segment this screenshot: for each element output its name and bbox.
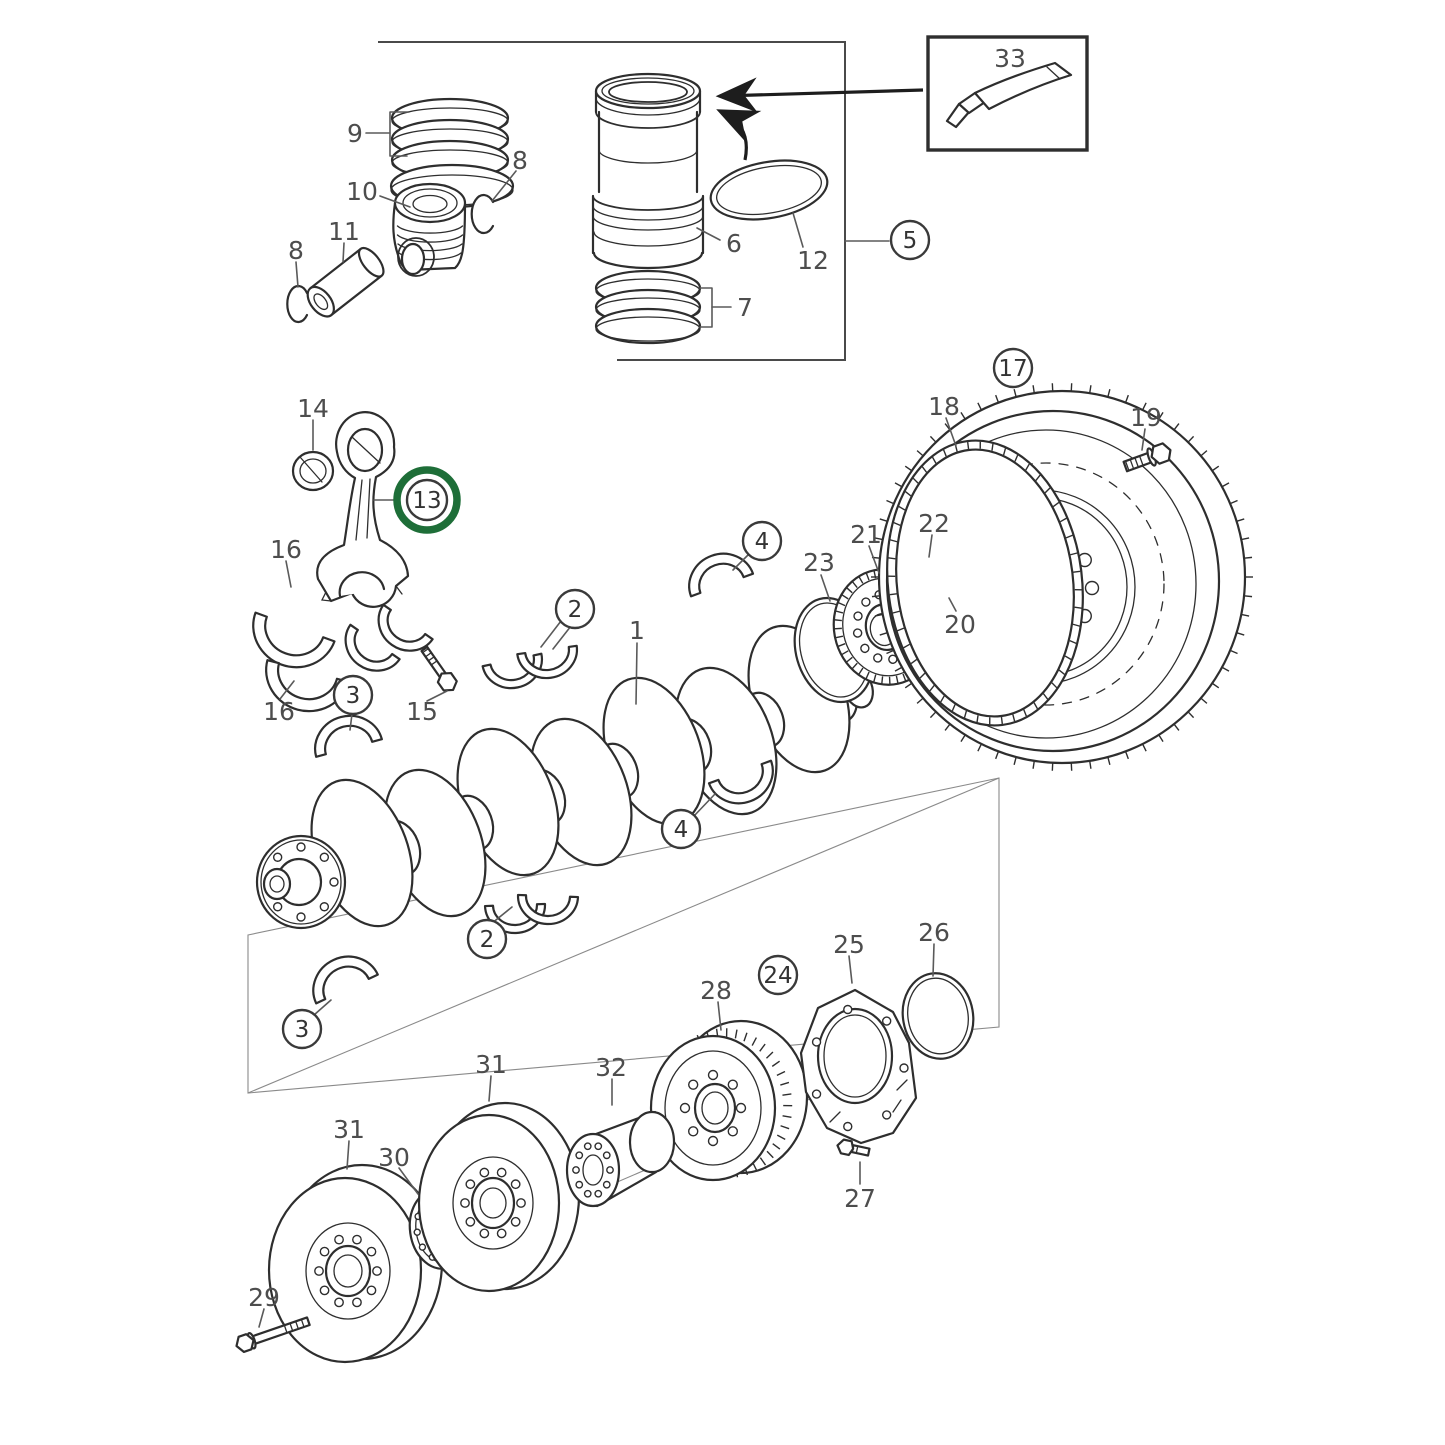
main-bearing-4-lower: [707, 759, 774, 805]
svg-text:24: 24: [763, 963, 792, 989]
highlight-ring: [393, 466, 461, 534]
liner-ring-set: [594, 269, 713, 345]
main-bearing-3-lower: [312, 955, 379, 1005]
cylinder-kit-group-box: [378, 41, 890, 361]
callout-4[interactable]: 4: [660, 808, 702, 850]
svg-text:2: 2: [568, 597, 583, 623]
part-label-7[interactable]: 7: [737, 293, 753, 322]
thrust-washer-upper-b: [516, 644, 579, 680]
vibration-damper-rear: [417, 1101, 581, 1293]
leader-lines: [258, 132, 1146, 1328]
svg-text:17: 17: [998, 356, 1027, 382]
part-label-8[interactable]: 8: [288, 236, 304, 265]
connecting-rod: [316, 411, 410, 608]
part-label-31[interactable]: 31: [333, 1115, 365, 1144]
conrod-cap-shell-b: [377, 603, 434, 652]
main-bearing-4-upper: [688, 552, 755, 598]
callout-2[interactable]: 2: [554, 588, 596, 630]
flywheel-bolt: [1122, 442, 1172, 473]
callout-3[interactable]: 3: [332, 674, 374, 716]
part-label-27[interactable]: 27: [844, 1184, 876, 1213]
part-label-12[interactable]: 12: [797, 246, 829, 275]
small-end-bushing: [291, 450, 335, 492]
part-label-16[interactable]: 16: [263, 697, 295, 726]
svg-text:3: 3: [346, 683, 361, 709]
housing-gasket: [901, 972, 975, 1060]
svg-text:3: 3: [295, 1017, 310, 1043]
conrod-bolt: [420, 645, 458, 692]
part-label-14[interactable]: 14: [297, 394, 329, 423]
assembly-arrows: [715, 77, 924, 161]
circlip-right: [470, 193, 495, 235]
part-label-31[interactable]: 31: [475, 1050, 507, 1079]
part-label-22[interactable]: 22: [918, 509, 950, 538]
part-label-6[interactable]: 6: [726, 229, 742, 258]
conrod-bearing-upper: [252, 611, 336, 669]
circlip-left: [286, 284, 309, 324]
part-label-19[interactable]: 19: [1130, 403, 1162, 432]
sealant-tube-icon: [945, 61, 1073, 129]
part-label-26[interactable]: 26: [918, 918, 950, 947]
main-bearing-3-upper: [314, 714, 383, 758]
part-label-8[interactable]: 8: [512, 146, 528, 175]
callout-2[interactable]: 2: [466, 918, 508, 960]
part-label-15[interactable]: 15: [406, 697, 438, 726]
part-label-20[interactable]: 20: [944, 610, 976, 639]
svg-text:4: 4: [674, 817, 689, 843]
part-label-29[interactable]: 29: [248, 1283, 280, 1312]
part-label-25[interactable]: 25: [833, 930, 865, 959]
callout-3[interactable]: 3: [281, 1008, 323, 1050]
part-label-16[interactable]: 16: [270, 535, 302, 564]
callout-5[interactable]: 5: [889, 219, 931, 261]
vibration-damper-front: [267, 1163, 444, 1364]
svg-text:4: 4: [755, 529, 770, 555]
crank-pulley: [649, 1019, 809, 1182]
part-label-23[interactable]: 23: [803, 548, 835, 577]
part-label-10[interactable]: 10: [346, 177, 378, 206]
thrust-washer-upper-a: [481, 652, 543, 690]
callout-24[interactable]: 24: [757, 954, 799, 996]
conrod-bearing-lower: [265, 659, 350, 713]
callout-17[interactable]: 17: [992, 347, 1034, 389]
part-label-28[interactable]: 28: [700, 976, 732, 1005]
part-label-9[interactable]: 9: [347, 119, 363, 148]
crank-front-flange: [255, 834, 347, 930]
part-label-18[interactable]: 18: [928, 392, 960, 421]
svg-text:13: 13: [412, 488, 441, 514]
part-label-1[interactable]: 1: [629, 616, 645, 645]
part-label-32[interactable]: 32: [595, 1053, 627, 1082]
damper-bolt: [235, 1316, 311, 1354]
piston: [392, 182, 467, 277]
seal-retainer-plate: [799, 988, 918, 1145]
part-label-33[interactable]: 33: [994, 44, 1026, 73]
retainer-bolt: [836, 1138, 871, 1157]
part-label-30[interactable]: 30: [378, 1143, 410, 1172]
part-label-11[interactable]: 11: [328, 217, 360, 246]
sealant-box: [926, 35, 1089, 152]
damper-hub: [565, 1110, 676, 1208]
conrod-cap-shell-a: [344, 623, 401, 672]
liner-sealing-ring: [709, 159, 829, 221]
flywheel-ring-gear: [886, 439, 1084, 727]
svg-text:5: 5: [903, 228, 918, 254]
part-label-21[interactable]: 21: [850, 520, 882, 549]
svg-text:2: 2: [480, 927, 495, 953]
callout-4[interactable]: 4: [741, 520, 783, 562]
piston-pin: [306, 246, 385, 318]
thrust-washer-lower-b: [516, 893, 580, 926]
cylinder-liner: [591, 72, 705, 270]
callout-13-selected[interactable]: 13: [393, 466, 461, 534]
crankshaft: [255, 624, 874, 930]
